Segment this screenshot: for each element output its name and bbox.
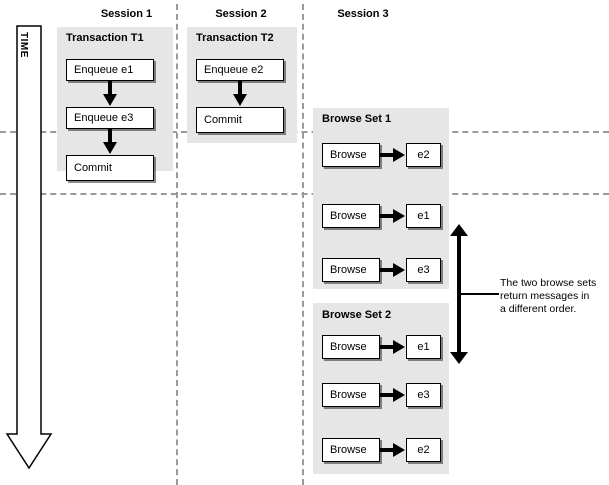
browse-set-1-row-2-message[interactable]: e1 [406, 204, 441, 228]
time-line-1 [0, 131, 609, 133]
session1-step-enqueue-e1[interactable]: Enqueue e1 [66, 59, 154, 81]
session1-step-commit[interactable]: Commit [66, 155, 154, 181]
time-axis [5, 25, 53, 470]
browse-set-2-row-2-arrow [380, 387, 406, 403]
browse-set-2-row-3-message[interactable]: e2 [406, 438, 441, 462]
browse-set-2-title: Browse Set 2 [322, 309, 392, 321]
column-heading-session-1: Session 1 [100, 8, 153, 20]
transaction-t1-panel [57, 27, 173, 171]
session1-arrow-1 [101, 81, 119, 107]
browse-set-2-row-2-action[interactable]: Browse [322, 383, 380, 407]
browse-set-1-row-1-action[interactable]: Browse [322, 143, 380, 167]
browse-set-2-row-2-message[interactable]: e3 [406, 383, 441, 407]
annotation-leader-line [459, 293, 499, 295]
session2-step-enqueue-e2[interactable]: Enqueue e2 [196, 59, 284, 81]
browse-set-1-row-3-message[interactable]: e3 [406, 258, 441, 282]
transaction-t2-title: Transaction T2 [196, 32, 274, 44]
column-heading-session-3: Session 3 [337, 8, 389, 20]
session2-arrow-1 [231, 81, 249, 107]
browse-set-2-row-1-message[interactable]: e1 [406, 335, 441, 359]
session1-step-enqueue-e3[interactable]: Enqueue e3 [66, 107, 154, 129]
browse-set-1-title: Browse Set 1 [322, 113, 392, 125]
session2-step-commit[interactable]: Commit [196, 107, 284, 133]
browse-set-2-row-1-action[interactable]: Browse [322, 335, 380, 359]
time-line-2 [0, 193, 609, 195]
transaction-t1-title: Transaction T1 [66, 32, 144, 44]
session-separator-1 [176, 4, 178, 485]
column-heading-session-2: Session 2 [215, 8, 267, 20]
browse-set-2-row-3-arrow [380, 442, 406, 458]
browse-set-1-row-2-action[interactable]: Browse [322, 204, 380, 228]
session-separator-2 [302, 4, 304, 485]
browse-set-1-row-3-arrow [380, 262, 406, 278]
browse-set-1-row-1-message[interactable]: e2 [406, 143, 441, 167]
browse-set-1-row-3-action[interactable]: Browse [322, 258, 380, 282]
browse-set-1-row-2-arrow [380, 208, 406, 224]
browse-set-2-row-1-arrow [380, 339, 406, 355]
session1-arrow-2 [101, 129, 119, 155]
annotation-text: The two browse sets return messages in a… [500, 277, 597, 315]
browse-set-1-row-1-arrow [380, 147, 406, 163]
browse-set-2-row-3-action[interactable]: Browse [322, 438, 380, 462]
time-axis-label: TIME [18, 32, 29, 58]
